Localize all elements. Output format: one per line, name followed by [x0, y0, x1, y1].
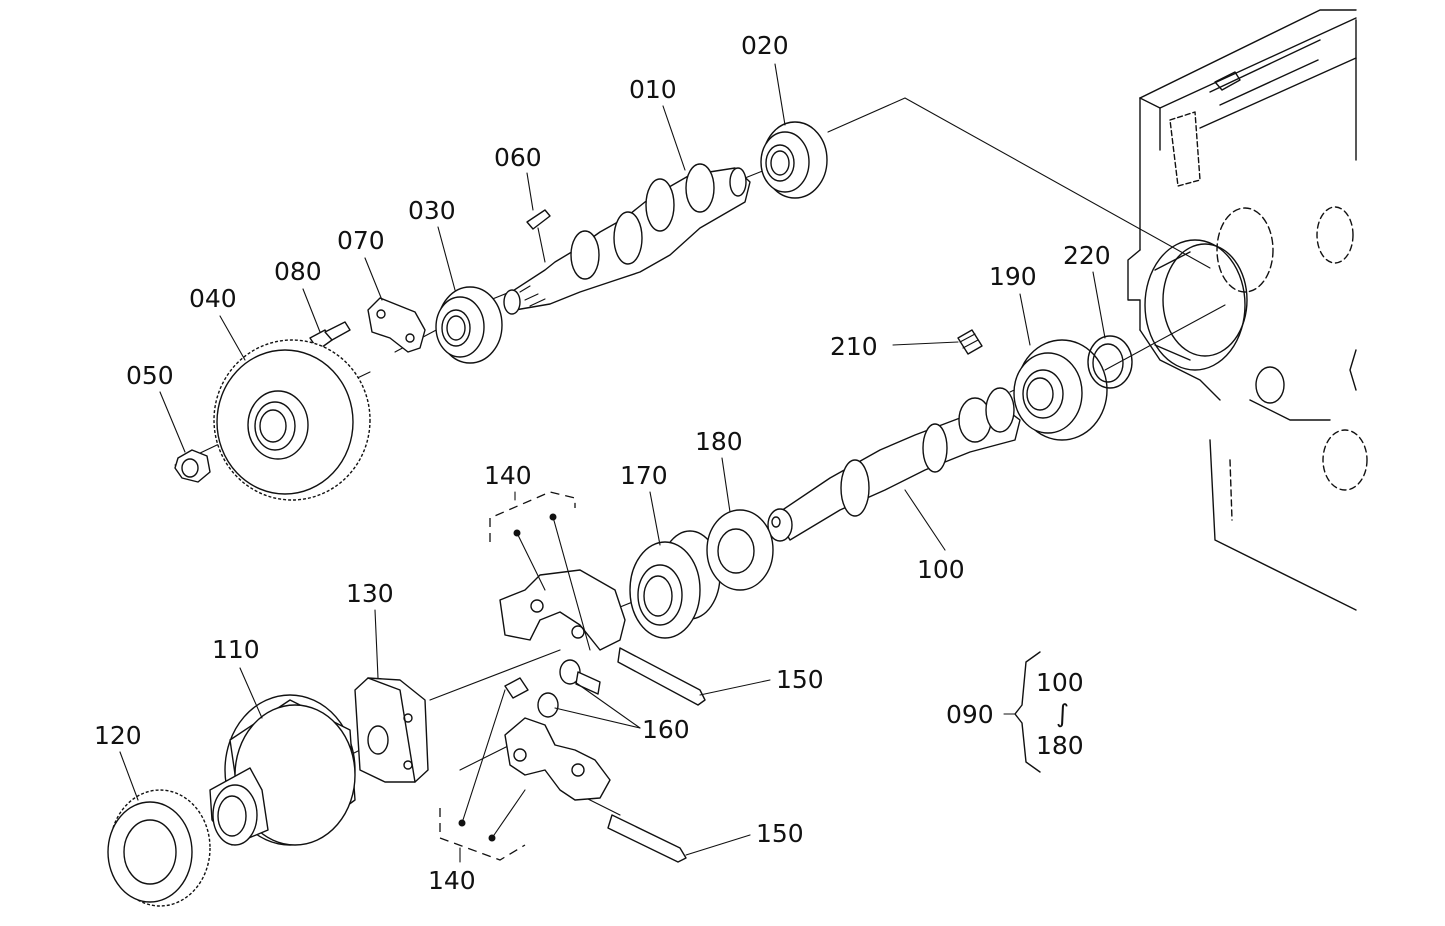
- retainer-plate-drawing: [367, 297, 426, 353]
- label-150-lower: 150: [756, 819, 804, 848]
- label-140-bottom: 140: [428, 866, 476, 895]
- engine-block-drawing: [1127, 9, 1368, 611]
- label-070: 070: [337, 226, 385, 255]
- label-040: 040: [189, 284, 237, 313]
- label-030: 030: [408, 196, 456, 225]
- camshaft-drawing: [503, 163, 751, 315]
- label-140-top: 140: [484, 461, 532, 490]
- label-100: 100: [917, 555, 965, 584]
- gear-case-drawing: [209, 694, 356, 846]
- label-080: 080: [274, 257, 322, 286]
- governor-weight-upper-drawing: [499, 569, 706, 706]
- key-drawing: [526, 209, 551, 263]
- nut-050-drawing: [174, 449, 211, 483]
- label-190: 190: [989, 262, 1037, 291]
- label-110: 110: [212, 635, 260, 664]
- label-170: 170: [620, 461, 668, 490]
- weight-holder-drawing: [354, 677, 429, 783]
- balancer-shaft-drawing: [767, 387, 1021, 542]
- label-220: 220: [1063, 241, 1111, 270]
- label-210: 210: [830, 332, 878, 361]
- label-050: 050: [126, 361, 174, 390]
- label-120: 120: [94, 721, 142, 750]
- bearing-190-drawing: [1013, 339, 1108, 441]
- assembly-parent-label: 090: [946, 700, 994, 729]
- governor-weight-lower-drawing: [504, 717, 687, 863]
- assembly-note: 090 100 ∫ 180: [946, 651, 1084, 773]
- bushing-160-drawing: [504, 659, 601, 718]
- screw-210-drawing: [957, 329, 983, 355]
- snap-ring-drawing: [1087, 335, 1133, 389]
- bearing-020-drawing: [760, 121, 828, 199]
- assembly-range-end: 180: [1036, 731, 1084, 760]
- part-labels: 020 010 060 030 070 080 040 050 190 220 …: [94, 31, 1111, 895]
- collar-170-drawing: [629, 530, 721, 639]
- label-leaders: [119, 63, 1106, 863]
- idle-gear-drawing: [107, 789, 211, 907]
- assembly-range-start: 100: [1036, 668, 1084, 697]
- bearing-030-drawing: [435, 286, 503, 364]
- label-010-020: 020: [741, 31, 789, 60]
- label-160: 160: [642, 715, 690, 744]
- group-brackets: [439, 491, 591, 861]
- label-150-upper: 150: [776, 665, 824, 694]
- label-060: 060: [494, 143, 542, 172]
- label-180: 180: [695, 427, 743, 456]
- assembly-range-symbol: ∫: [1056, 699, 1069, 728]
- label-130: 130: [346, 579, 394, 608]
- washer-180-drawing: [706, 509, 774, 591]
- label-010: 010: [629, 75, 677, 104]
- cam-gear-drawing: [213, 339, 371, 501]
